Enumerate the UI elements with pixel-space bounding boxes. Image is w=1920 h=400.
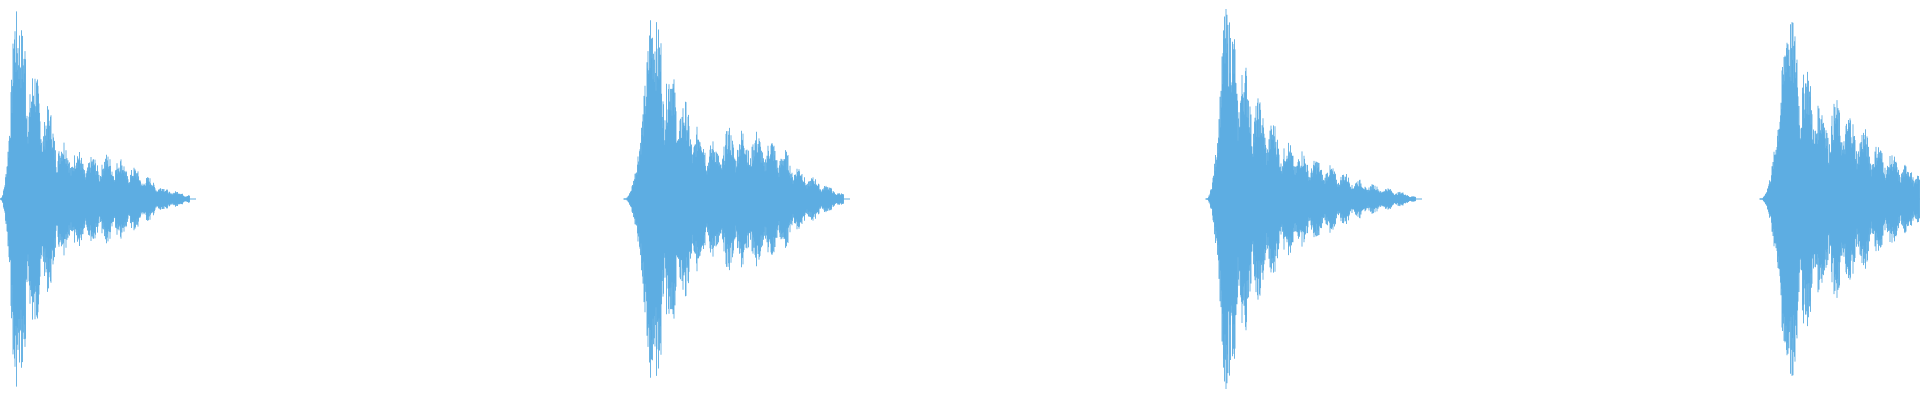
waveform-clips — [0, 9, 1920, 389]
